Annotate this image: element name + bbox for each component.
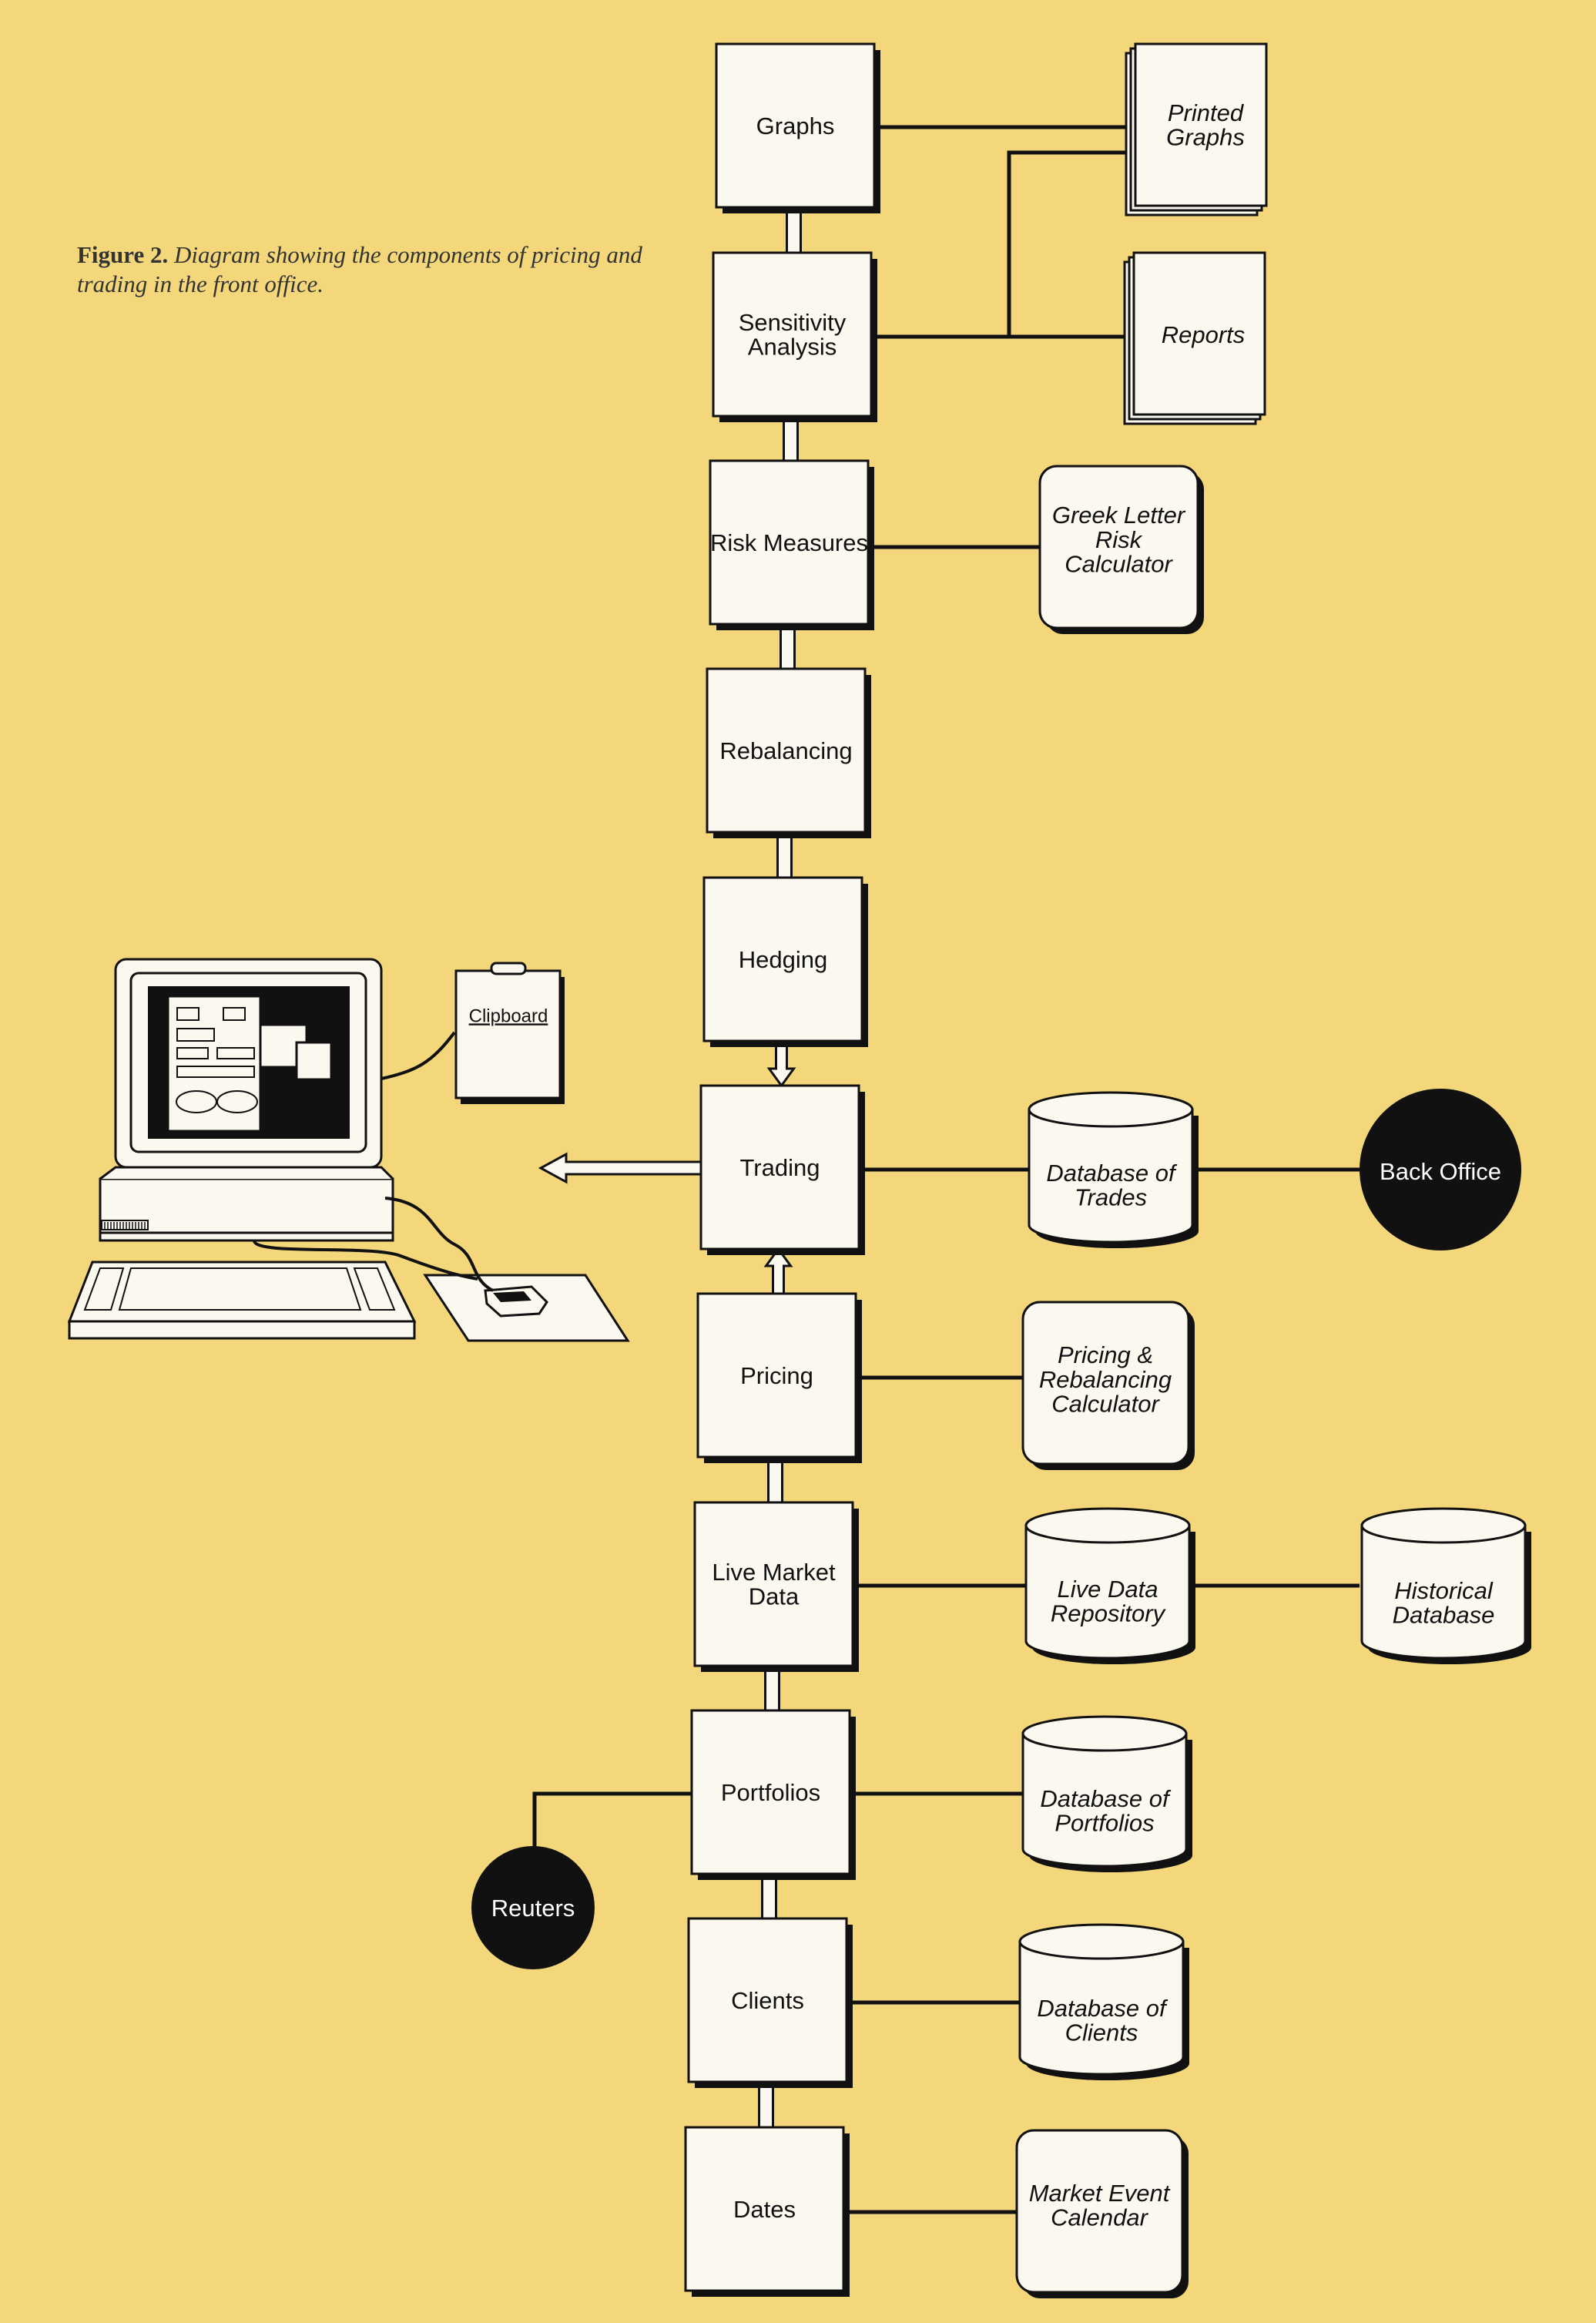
trades-database [1028, 1091, 1199, 1248]
clients-box [687, 1917, 853, 2088]
pricing-calculator-box [1021, 1301, 1195, 1470]
column-connector [758, 2080, 774, 2129]
screen-widget [216, 1090, 258, 1113]
historical-database [1360, 1507, 1531, 1664]
printed-graphs-stack [1125, 42, 1268, 217]
market-event-calendar-box [1015, 2129, 1189, 2298]
sensitivity-analysis-box [712, 251, 877, 422]
keyboard-keys [353, 1267, 396, 1311]
portfolios-box [690, 1709, 856, 1880]
risk-measures-label: Risk Measures [710, 529, 868, 556]
clipboard-label: Clipboard [469, 1005, 548, 1026]
hedging-box [702, 876, 868, 1047]
system-unit-top [99, 1166, 394, 1180]
pricing-box [696, 1292, 862, 1463]
system-unit-base [99, 1231, 394, 1242]
clipboard-clip [490, 962, 527, 975]
hedging-label: Hedging [739, 946, 827, 973]
workstation: Clipboard [67, 958, 630, 1342]
greek-calculator-box [1038, 465, 1204, 634]
clients-label: Clients [731, 1987, 804, 2014]
reuters-to-portfolios-line [532, 1791, 692, 1849]
clipboard-cable [381, 1031, 456, 1080]
trading-to-workstation-arrow [538, 1152, 702, 1184]
clipboard [454, 969, 562, 1099]
graphs-label: Graphs [756, 112, 835, 139]
figure-caption: Figure 2. Diagram showing the components… [77, 240, 662, 299]
system-unit [99, 1177, 394, 1234]
reports-label: Reports [1162, 321, 1246, 348]
back-office-label: Back Office [1380, 1158, 1501, 1185]
caption-text: Diagram showing the components of pricin… [77, 241, 642, 297]
reuters-label: Reuters [491, 1895, 575, 1922]
screen-widget [176, 1028, 215, 1042]
live-market-data-box [693, 1501, 859, 1672]
column-connector [786, 206, 802, 254]
dates-label: Dates [733, 2196, 796, 2223]
portfolios-label: Portfolios [721, 1779, 820, 1806]
pricing-to-trading-arrow [763, 1247, 793, 1295]
drive-slot [101, 1220, 149, 1230]
mouse-button [493, 1291, 531, 1302]
sensitivity-to-printed-line [1007, 150, 1126, 337]
screen-widget [176, 1066, 255, 1078]
portfolios-database [1021, 1715, 1192, 1872]
rebalancing-box [706, 667, 871, 838]
screen-window [295, 1041, 333, 1081]
column-connector [783, 415, 799, 462]
keyboard-edge [68, 1320, 416, 1340]
mouse-cable [384, 1197, 494, 1292]
live-data-repository [1024, 1507, 1195, 1664]
column-connector [761, 1872, 777, 1920]
keyboard-keys [118, 1267, 362, 1311]
rebalancing-label: Rebalancing [719, 737, 852, 764]
screen-widget [216, 1047, 255, 1059]
screen-widget [176, 1007, 200, 1021]
column-connector [764, 1664, 780, 1712]
dates-box [684, 2126, 850, 2297]
hedging-to-trading-arrow [766, 1039, 796, 1088]
column-connector [776, 831, 793, 879]
screen-widget [176, 1090, 217, 1113]
column-connector [767, 1455, 783, 1504]
clients-database [1018, 1923, 1189, 2080]
screen-widget [176, 1047, 209, 1059]
caption-lead: Figure 2. [77, 241, 169, 268]
trading-label: Trading [740, 1154, 820, 1181]
back-office-disc [1360, 1089, 1521, 1250]
graphs-box [715, 42, 880, 213]
keyboard-keys [83, 1267, 125, 1311]
connector-lines [532, 125, 1360, 2214]
reuters-disc [471, 1846, 595, 1969]
screen-widget [223, 1007, 246, 1021]
trading-box [699, 1084, 865, 1255]
reports-stack [1123, 251, 1266, 425]
risk-measures-box [709, 459, 874, 630]
column-connector [780, 623, 796, 670]
pricing-label: Pricing [740, 1362, 813, 1389]
keyboard-cable [253, 1240, 478, 1281]
